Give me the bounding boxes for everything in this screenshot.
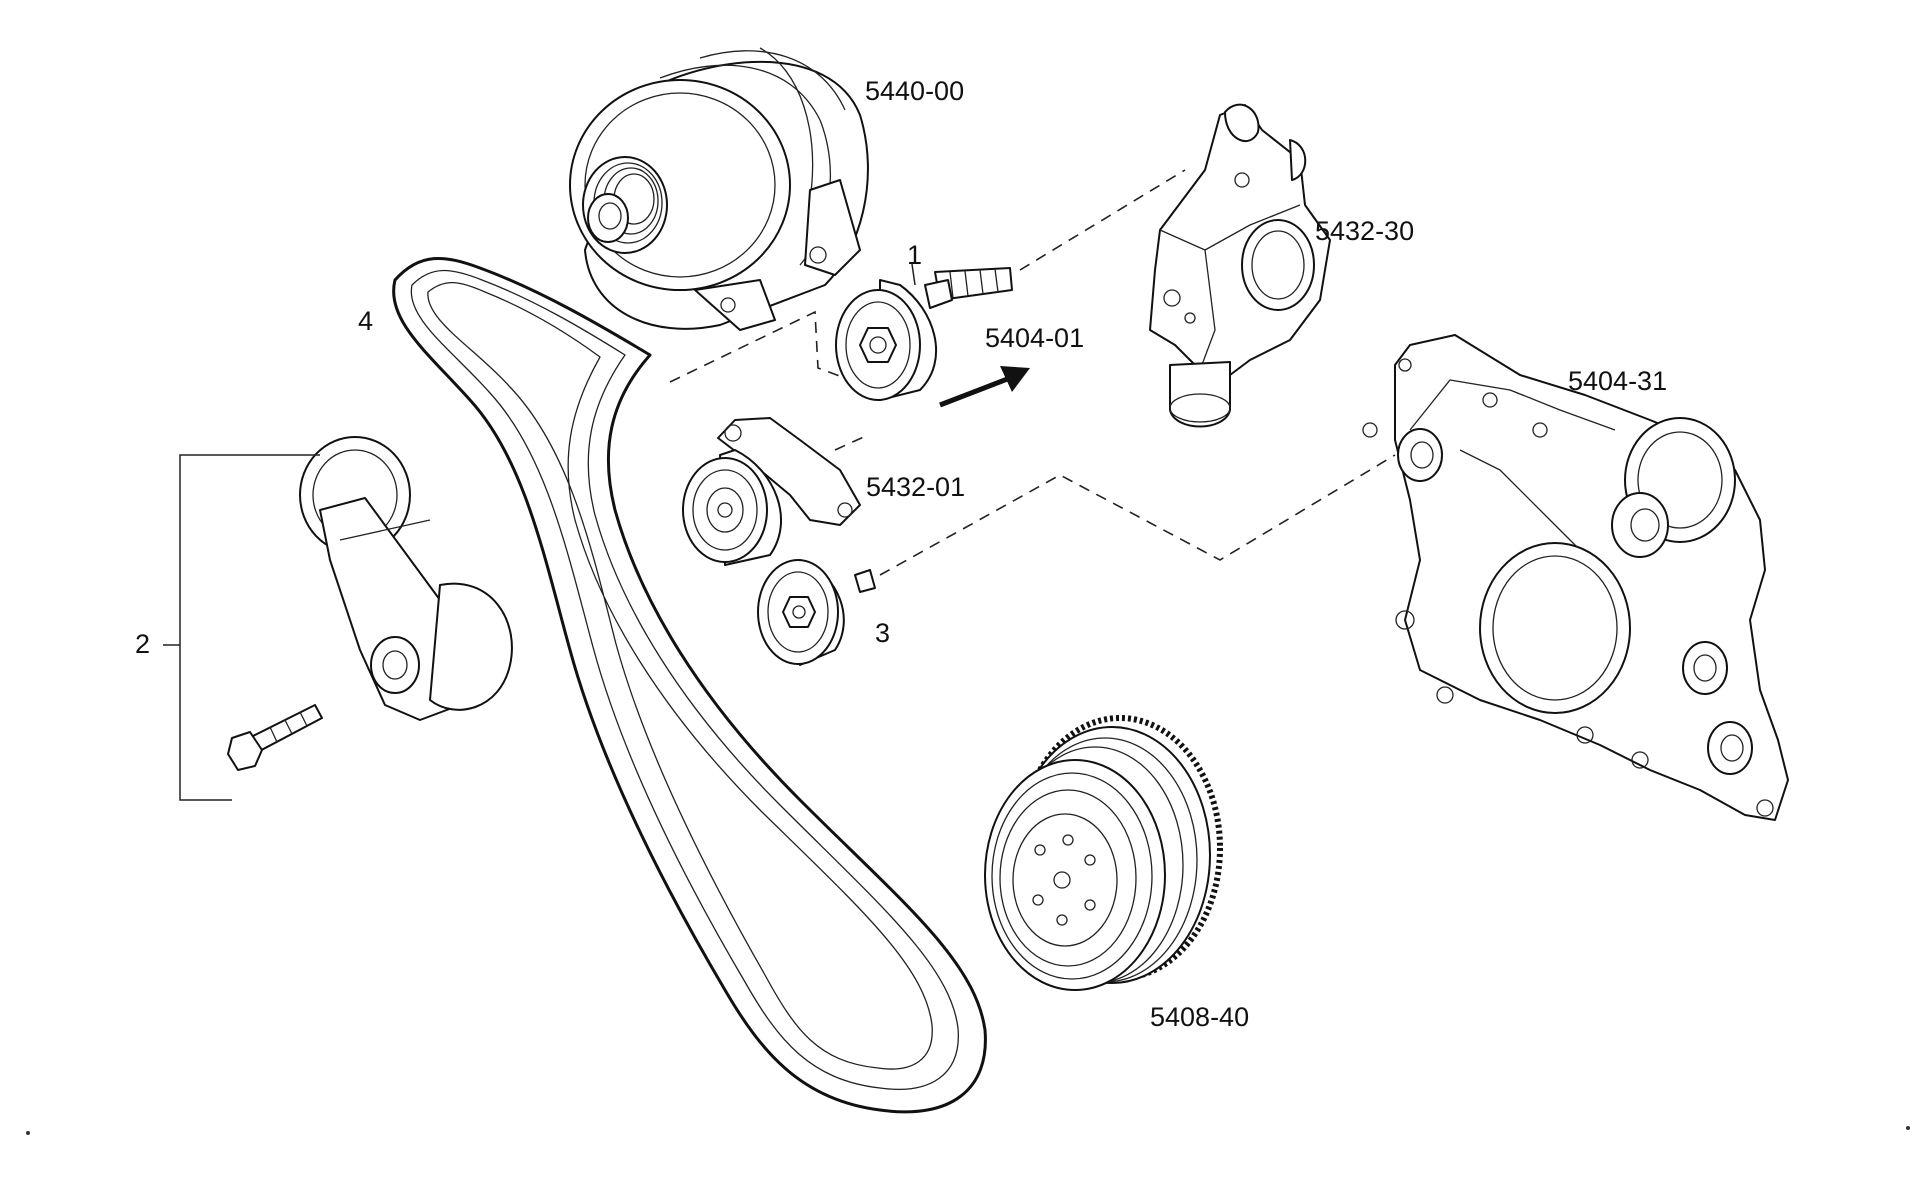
- leader-lines: [163, 263, 916, 801]
- label-crankshaft-damper: 5408-40: [1150, 1002, 1249, 1032]
- crankshaft-damper: [984, 715, 1223, 991]
- corner-mark: [26, 1131, 30, 1135]
- assembly-lines: [669, 169, 1396, 576]
- label-tensioner-pulley-ref: 5432-01: [866, 472, 965, 502]
- label-alternator: 5440-00: [865, 76, 964, 106]
- alternator: [569, 47, 869, 331]
- label-idler-pulley-1: 1: [907, 240, 922, 270]
- arrow-right-icon: [939, 366, 1030, 408]
- water-pump: [1149, 103, 1331, 428]
- idler-pulley-1: [835, 267, 1013, 401]
- label-timing-cover: 5404-31: [1568, 366, 1667, 396]
- corner-mark: [1906, 1126, 1910, 1130]
- timing-cover: [1362, 334, 1789, 821]
- label-tensioner-assembly: 2: [135, 629, 150, 659]
- label-idler-pulley-1-ref: 5404-01: [985, 323, 1084, 353]
- label-belt: 4: [358, 306, 373, 336]
- tensioner-pulley: [682, 417, 861, 566]
- label-water-pump: 5432-30: [1315, 216, 1414, 246]
- label-idler-pulley-3: 3: [875, 618, 890, 648]
- drive-belt: [392, 256, 987, 1114]
- tensioner-bolt: [227, 704, 323, 771]
- tensioner-assembly: [299, 436, 513, 721]
- idler-pulley-3: [757, 559, 876, 666]
